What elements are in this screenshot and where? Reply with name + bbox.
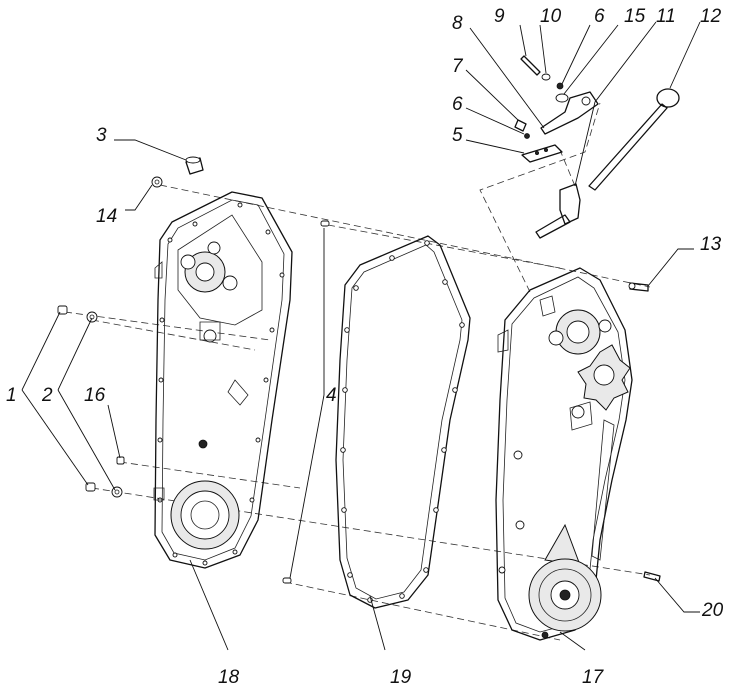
callout-17: 17 [582,667,605,688]
leader-lines [21,21,701,651]
callout-8: 8 [452,13,463,34]
callout-10: 10 [540,6,562,27]
callout-3: 3 [96,125,107,146]
callout-11: 11 [656,6,676,27]
callout-16: 16 [84,385,106,406]
callout-6b: 6 [594,6,605,27]
gasket-part-19 [335,235,471,609]
callout-15: 15 [624,6,646,27]
small-parts [57,55,680,584]
callout-9: 9 [494,6,505,27]
callout-18: 18 [218,667,240,688]
callout-13: 13 [700,234,722,255]
callout-2: 2 [41,385,53,406]
callout-1: 1 [6,385,17,406]
callout-6a: 6 [452,94,463,115]
callout-14: 14 [96,206,117,227]
callout-19: 19 [390,667,412,688]
callout-7: 7 [452,56,464,77]
callout-labels: 1 2 3 4 5 6 6 7 8 9 10 11 12 13 14 15 16… [6,6,724,688]
housing-part-17 [495,267,633,641]
callout-12: 12 [700,6,722,27]
callout-4: 4 [326,385,337,406]
callout-20: 20 [701,600,724,621]
callout-5: 5 [452,125,463,146]
cover-part-18 [153,191,293,569]
